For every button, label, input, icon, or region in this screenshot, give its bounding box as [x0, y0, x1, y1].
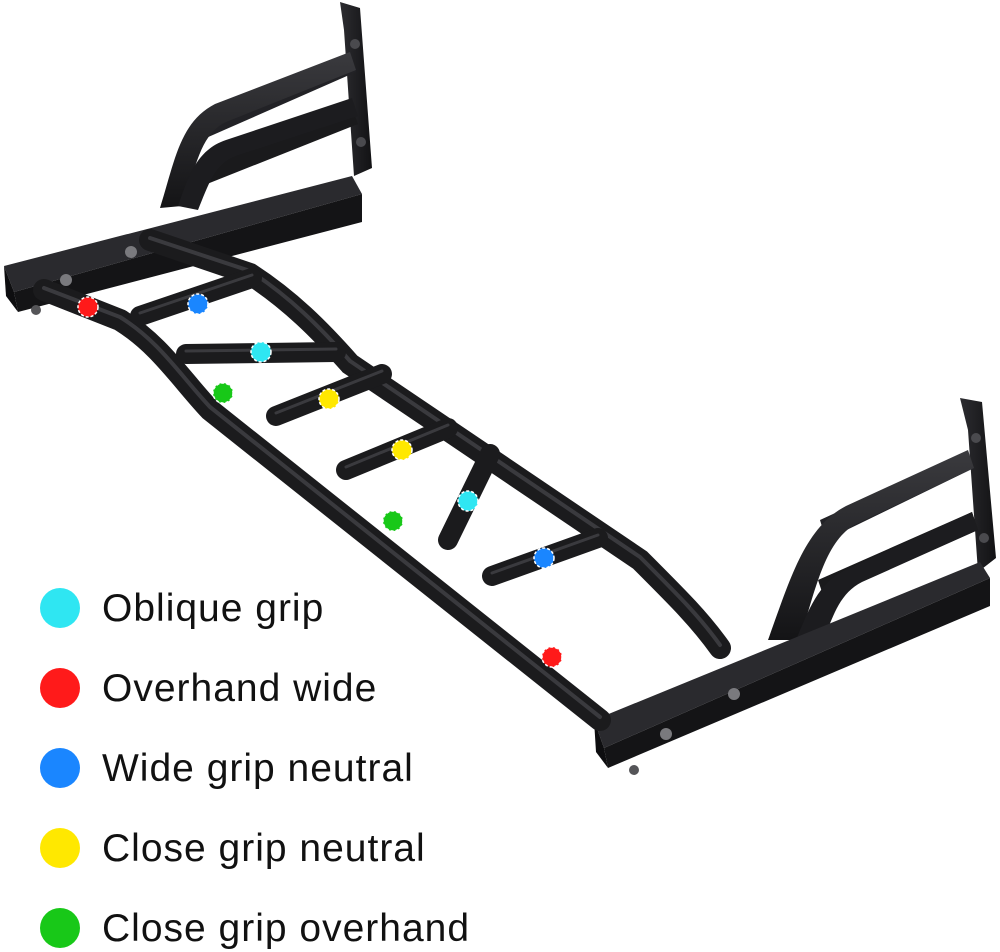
legend-dot — [40, 668, 80, 708]
legend-dot — [40, 588, 80, 628]
grip-marker-close-grip-neutral — [391, 439, 413, 461]
legend-label: Close grip overhand — [102, 907, 471, 950]
grip-marker-oblique-grip — [250, 341, 272, 363]
legend-item-close-grip-neutral: Close grip neutral — [36, 826, 596, 906]
grip-legend: Oblique grip Overhand wide Wide grip neu… — [36, 586, 596, 952]
legend-item-oblique-grip: Oblique grip — [36, 586, 596, 666]
grip-marker-oblique-grip — [457, 490, 479, 512]
legend-item-overhand-wide: Overhand wide — [36, 666, 596, 746]
legend-label: Oblique grip — [102, 587, 325, 630]
legend-dot — [40, 748, 80, 788]
grip-marker-wide-grip-neutral — [187, 293, 209, 315]
legend-label: Overhand wide — [102, 667, 378, 710]
legend-dot — [40, 908, 80, 948]
legend-dot — [40, 828, 80, 868]
left-wall-mount — [4, 2, 372, 315]
legend-label: Close grip neutral — [102, 827, 426, 870]
legend-label: Wide grip neutral — [102, 747, 414, 790]
right-wall-mount — [594, 398, 996, 775]
grip-markers — [77, 293, 563, 668]
grip-marker-close-grip-overhand — [382, 510, 404, 532]
legend-item-wide-grip-neutral: Wide grip neutral — [36, 746, 596, 826]
grip-marker-overhand-wide — [541, 646, 563, 668]
legend-item-close-grip-overhand: Close grip overhand — [36, 906, 596, 952]
grip-marker-close-grip-neutral — [318, 388, 340, 410]
grip-marker-wide-grip-neutral — [533, 547, 555, 569]
grip-marker-overhand-wide — [77, 296, 99, 318]
grip-marker-close-grip-overhand — [212, 382, 234, 404]
